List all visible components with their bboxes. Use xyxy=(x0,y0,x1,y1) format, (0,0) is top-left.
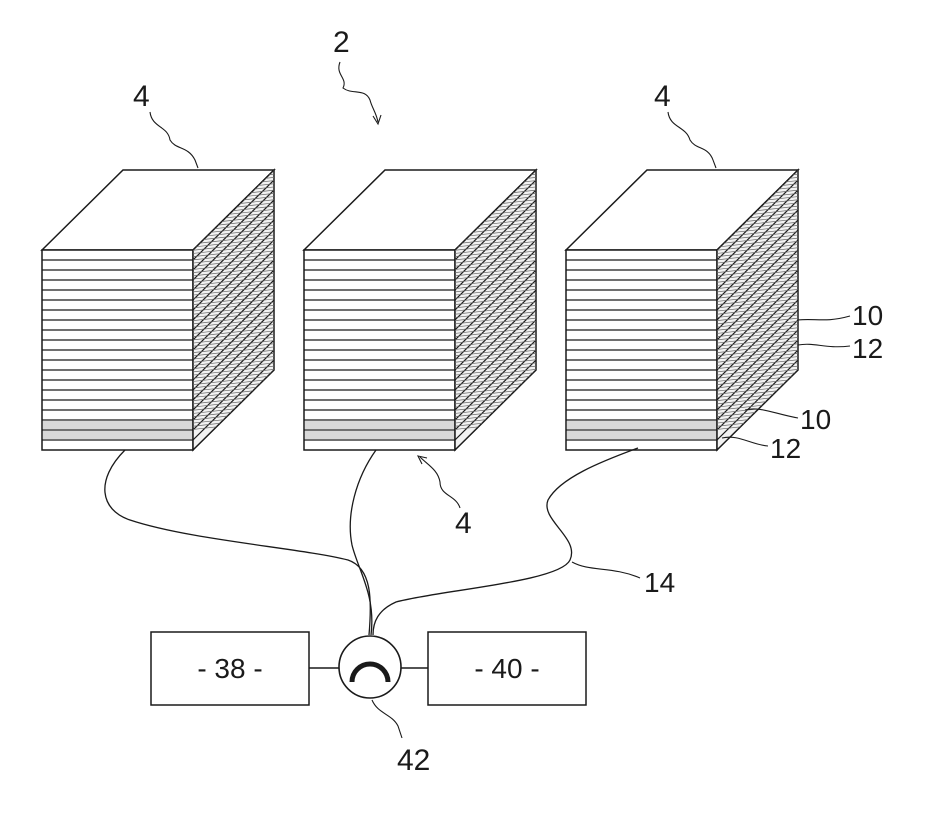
label-4-right: 4 xyxy=(654,80,671,113)
label-14: 14 xyxy=(644,567,675,598)
stack-side-hatch-line xyxy=(450,119,541,129)
leader-4-right xyxy=(668,112,716,168)
stack-side-hatch-line xyxy=(188,103,279,113)
stack-side-hatch-line xyxy=(450,132,541,142)
stack-side-hatch-line xyxy=(712,122,803,132)
label-10-bottom: 10 xyxy=(800,404,831,435)
stack-side-hatch-line xyxy=(712,126,803,136)
leader-4-bottom xyxy=(420,457,460,508)
stack-side-hatch-line xyxy=(450,129,541,139)
leader-2 xyxy=(339,62,378,122)
stack-side-hatch-line xyxy=(450,145,541,155)
stack-side-hatch-line xyxy=(450,126,541,136)
stack-side-hatch-line xyxy=(450,135,541,145)
stack-side-hatch-line xyxy=(450,100,541,110)
stack-side-hatch-line xyxy=(712,119,803,129)
label-4-bottom: 4 xyxy=(455,507,472,540)
stack-side-hatch-line xyxy=(712,138,803,148)
stack-side-hatch-line xyxy=(188,158,279,168)
stack-side-hatch-line xyxy=(450,103,541,113)
circulator-icon xyxy=(339,636,401,698)
stack-side-hatch-line xyxy=(450,113,541,123)
stack-layer-fill xyxy=(305,431,454,439)
label-42: 42 xyxy=(397,744,430,777)
stack-side-hatch-line xyxy=(712,100,803,110)
stack-side-hatch-line xyxy=(712,145,803,155)
label-2: 2 xyxy=(333,26,350,59)
stack-side-hatch-line xyxy=(712,110,803,120)
stack-side-hatch-line xyxy=(450,116,541,126)
stack-side-hatch-line xyxy=(450,122,541,132)
stack-side-hatch-line xyxy=(188,126,279,136)
stack-side-hatch-line xyxy=(188,116,279,126)
leader-12-a xyxy=(798,344,850,347)
stack-side-hatch-line xyxy=(188,145,279,155)
stack-side-hatch-line xyxy=(450,106,541,116)
stack-side-hatch-line xyxy=(712,129,803,139)
stack-side-hatch-line xyxy=(188,113,279,123)
stack-side-hatch-line xyxy=(188,135,279,145)
stack-side-hatch-line xyxy=(712,158,803,168)
stack-side-hatch-line xyxy=(712,151,803,161)
stack-side-hatch-line xyxy=(188,106,279,116)
stack-layer-fill xyxy=(305,421,454,429)
stack-side-hatch-line xyxy=(188,100,279,110)
stack-side-hatch-line xyxy=(188,122,279,132)
label-10-top: 10 xyxy=(852,300,883,331)
fiber-middle xyxy=(350,450,376,635)
stack-side-hatch-line xyxy=(188,148,279,158)
stack-side-hatch-line xyxy=(188,142,279,152)
label-12-top: 12 xyxy=(852,333,883,364)
stack-side-hatch-line xyxy=(712,106,803,116)
label-4-left: 4 xyxy=(133,80,150,113)
stack-layer-fill xyxy=(567,421,716,429)
stack-side-hatch-line xyxy=(450,151,541,161)
stack-side-hatch-line xyxy=(188,138,279,148)
stack-side-hatch-line xyxy=(712,116,803,126)
stack-side-hatch-line xyxy=(712,113,803,123)
stack-side-hatch-line xyxy=(188,119,279,129)
stack-side-hatch-line xyxy=(712,154,803,164)
stack-side-hatch-line xyxy=(188,132,279,142)
leader-42 xyxy=(372,700,402,738)
stack-side-hatch-line xyxy=(450,148,541,158)
stack-side-hatch-line xyxy=(712,132,803,142)
stack-side-hatch-line xyxy=(450,142,541,152)
label-12-bottom: 12 xyxy=(770,433,801,464)
layered-stack-middle xyxy=(304,100,541,450)
stack-layer-fill xyxy=(43,421,192,429)
stack-side-hatch-line xyxy=(712,148,803,158)
stack-side-hatch-line xyxy=(712,142,803,152)
stack-side-hatch-line xyxy=(188,154,279,164)
stack-side-hatch-line xyxy=(712,103,803,113)
stack-side-hatch-line xyxy=(450,110,541,120)
label-40: - 40 - xyxy=(474,653,539,684)
leader-4-left xyxy=(150,112,198,168)
stack-side-hatch-line xyxy=(188,110,279,120)
stack-layer-fill xyxy=(43,431,192,439)
leader-14 xyxy=(572,562,640,578)
label-38: - 38 - xyxy=(197,653,262,684)
leader-10-a xyxy=(798,316,850,320)
stack-side-hatch-line xyxy=(450,158,541,168)
fiber-right xyxy=(373,448,638,635)
fiber-left xyxy=(105,450,371,635)
layered-stack-right xyxy=(566,100,803,450)
stack-side-hatch-line xyxy=(450,154,541,164)
stack-layer-fill xyxy=(567,431,716,439)
stack-side-hatch-line xyxy=(188,129,279,139)
stack-side-hatch-line xyxy=(712,135,803,145)
layered-stack-left xyxy=(42,100,279,450)
stack-side-hatch-line xyxy=(450,138,541,148)
stack-side-hatch-line xyxy=(188,151,279,161)
